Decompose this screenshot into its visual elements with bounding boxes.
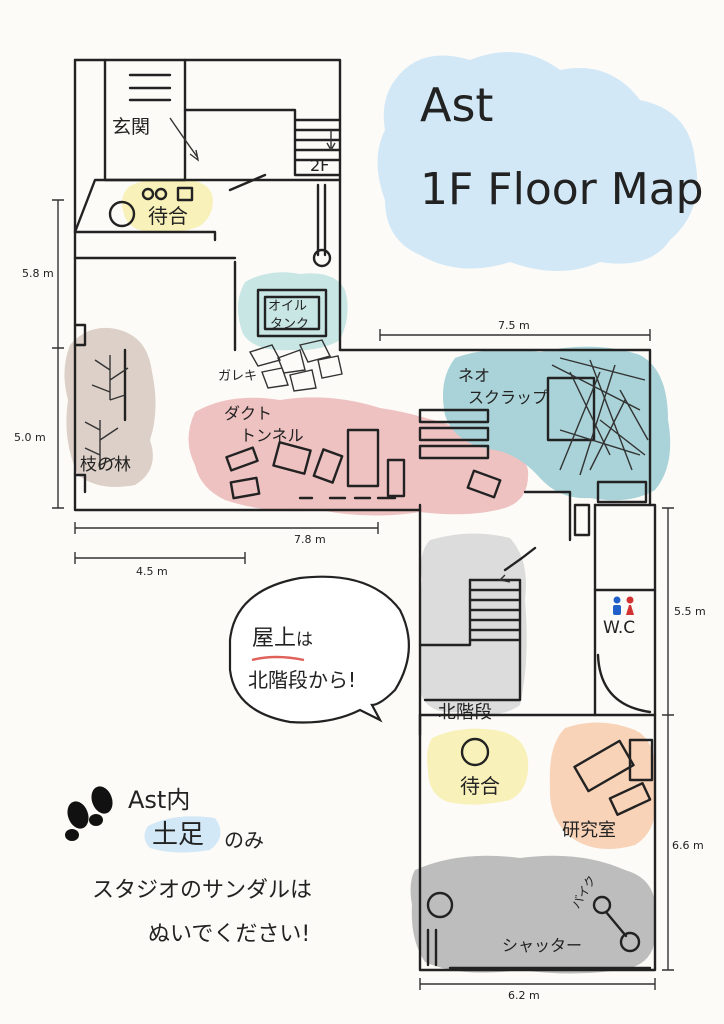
duct-tunnel-label-2: トンネル bbox=[240, 426, 304, 445]
bubble-underline bbox=[251, 655, 305, 662]
wc-man-icon bbox=[613, 596, 621, 604]
wc-label: W.C bbox=[603, 618, 636, 638]
map-title-line2: 1F Floor Map bbox=[420, 164, 704, 215]
north-stairs-label: 北階段 bbox=[438, 702, 492, 723]
entrance-label: 玄関 bbox=[112, 116, 151, 138]
waiting-zone-2 bbox=[427, 728, 529, 805]
dimension-5-8: 5.8 m bbox=[22, 267, 54, 280]
speech-bubble bbox=[228, 575, 410, 724]
wc-woman-icon bbox=[626, 596, 634, 604]
stairs-zone bbox=[419, 533, 527, 715]
dimension-5-5: 5.5 m bbox=[674, 605, 706, 618]
footprints-icon bbox=[65, 786, 113, 841]
neo-scrap-zone bbox=[442, 346, 671, 501]
oil-tank-zone bbox=[237, 272, 348, 351]
notice-line3: ぬいでください! bbox=[148, 922, 311, 947]
waiting-2-label: 待合 bbox=[460, 774, 500, 798]
notice-ast-nai: Ast内 bbox=[128, 786, 191, 814]
dimension-5-0: 5.0 m bbox=[14, 431, 46, 444]
notice-nomi: のみ bbox=[224, 828, 264, 852]
shutter-zone bbox=[410, 855, 656, 974]
rubble-label: ガレキ bbox=[218, 369, 258, 384]
shutter-label: シャッター bbox=[502, 936, 583, 955]
dimension-7-8: 7.8 m bbox=[294, 533, 326, 546]
dimension-6-2: 6.2 m bbox=[508, 989, 540, 1002]
bubble-text-line2: 北階段から! bbox=[248, 668, 357, 692]
forest-zone bbox=[64, 327, 156, 488]
bubble-rooftop: 屋上 bbox=[252, 626, 297, 651]
neo-scrap-label-1: ネオ bbox=[458, 366, 491, 385]
stairs-2f-label: 2F bbox=[310, 156, 330, 175]
branch-forest-label: 枝の林 bbox=[80, 455, 131, 475]
oil-tank-label-1: オイル bbox=[268, 299, 308, 314]
lab-label: 研究室 bbox=[562, 820, 616, 841]
waiting-zone-1 bbox=[122, 178, 213, 234]
notice-line2: スタジオのサンダルは bbox=[92, 878, 313, 903]
waiting-1-label: 待合 bbox=[148, 204, 188, 228]
oil-tank-label-2: タンク bbox=[270, 317, 310, 332]
dimension-6-6: 6.6 m bbox=[672, 839, 704, 852]
map-title-line1: Ast bbox=[420, 78, 494, 132]
dimension-7-5: 7.5 m bbox=[498, 319, 530, 332]
dosoku-highlight bbox=[144, 816, 221, 853]
title-cloud bbox=[377, 52, 698, 271]
neo-scrap-label-2: スクラップ bbox=[468, 388, 549, 407]
bubble-ha: は bbox=[296, 630, 314, 650]
bubble-text-line1: 屋上は bbox=[252, 628, 313, 650]
notice-dosoku: 土足 bbox=[152, 820, 205, 850]
duct-tunnel-label-1: ダクト bbox=[224, 404, 273, 423]
dimension-4-5: 4.5 m bbox=[136, 565, 168, 578]
